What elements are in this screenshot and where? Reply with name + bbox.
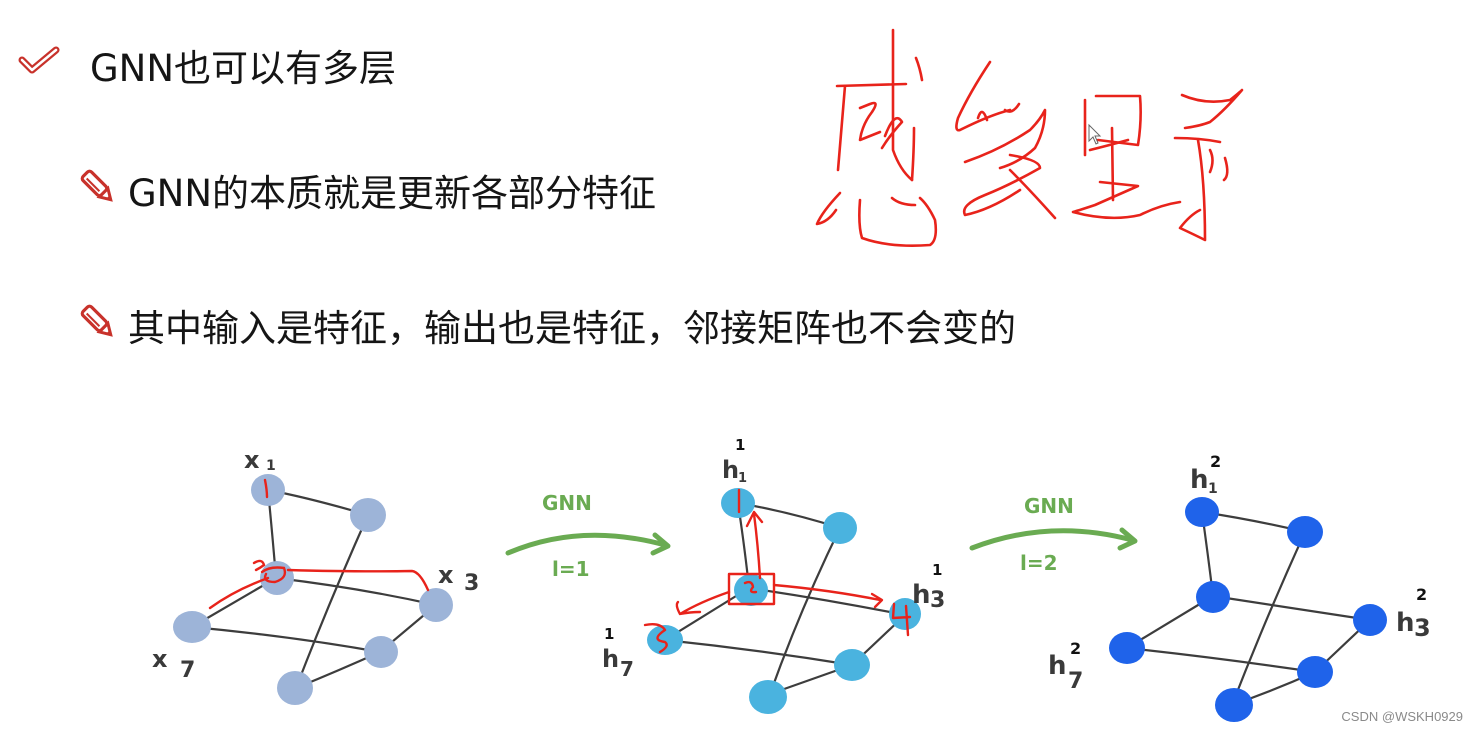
- graph-node: [834, 649, 870, 681]
- node-label: h: [1048, 651, 1067, 681]
- gnn-arrow-1: GNN l=1: [505, 491, 671, 581]
- svg-text:1: 1: [735, 436, 745, 454]
- graph-node: [277, 671, 313, 705]
- svg-text:1: 1: [604, 625, 614, 643]
- svg-text:1: 1: [1208, 481, 1218, 497]
- graph-node: [251, 474, 285, 506]
- svg-text:3: 3: [930, 588, 945, 613]
- graph-node: [1196, 581, 1230, 613]
- graph-node: [173, 611, 211, 643]
- svg-text:2: 2: [1070, 639, 1081, 658]
- graph-layer-2: h 1 2 h 3 2 h 7 2: [1048, 452, 1431, 722]
- graph-node: [364, 636, 398, 668]
- node-label: h: [1396, 608, 1415, 638]
- node-label: x: [438, 561, 454, 589]
- graph-node: [350, 498, 386, 532]
- handwritten-annotation: [815, 28, 1244, 247]
- svg-text:1: 1: [932, 561, 942, 579]
- arrow-label-top: GNN: [1024, 494, 1074, 518]
- node-label: h: [602, 645, 619, 673]
- mouse-cursor-icon: [1088, 123, 1102, 145]
- arrow-label-bottom: l=2: [1020, 551, 1058, 575]
- node-label: h: [912, 580, 931, 610]
- svg-text:2: 2: [1416, 585, 1427, 604]
- graph-layer-1: h 1 1 h 3 1 h 7 1: [602, 436, 945, 714]
- svg-text:7: 7: [620, 657, 634, 681]
- graph-node: [1109, 632, 1145, 664]
- svg-text:3: 3: [464, 571, 479, 596]
- node-label: h: [722, 456, 739, 484]
- pencil-icon: [78, 302, 118, 346]
- svg-text:7: 7: [1068, 669, 1083, 694]
- node-label: h: [1190, 465, 1209, 495]
- arrow-label-top: GNN: [542, 491, 592, 515]
- node-label: x: [152, 645, 168, 673]
- graph-input: x 1 x 3 x 7: [152, 446, 479, 705]
- graph-node: [647, 625, 683, 655]
- svg-text:2: 2: [1210, 452, 1221, 471]
- svg-text:7: 7: [180, 658, 195, 683]
- svg-text:3: 3: [1414, 614, 1431, 642]
- graph-node: [1185, 497, 1219, 527]
- checkmark-icon: [18, 46, 62, 78]
- arrow-label-bottom: l=1: [552, 557, 590, 581]
- svg-text:1: 1: [266, 458, 276, 474]
- node-label: x: [244, 446, 260, 474]
- pencil-icon: [78, 167, 118, 211]
- bullet-item-3: 其中输入是特征，输出也是特征，邻接矩阵也不会变的: [78, 298, 1016, 352]
- bullet-text-3: 其中输入是特征，输出也是特征，邻接矩阵也不会变的: [128, 307, 1016, 350]
- graph-node: [749, 680, 787, 714]
- graph-node: [1353, 604, 1387, 636]
- gnn-arrow-2: GNN l=2: [969, 494, 1138, 575]
- graph-node: [1297, 656, 1333, 688]
- graph-node: [1287, 516, 1323, 548]
- bullet-item-1: GNN也可以有多层: [18, 38, 396, 92]
- watermark: CSDN @WSKH0929: [1341, 709, 1463, 724]
- graph-node: [889, 598, 921, 630]
- graph-node: [823, 512, 857, 544]
- bullet-item-2: GNN的本质就是更新各部分特征: [78, 163, 656, 217]
- bullet-text-1: GNN也可以有多层: [90, 47, 397, 90]
- bullet-text-2: GNN的本质就是更新各部分特征: [128, 172, 657, 215]
- graph-node: [419, 588, 453, 622]
- svg-text:1: 1: [738, 471, 747, 486]
- graph-node: [1215, 688, 1253, 722]
